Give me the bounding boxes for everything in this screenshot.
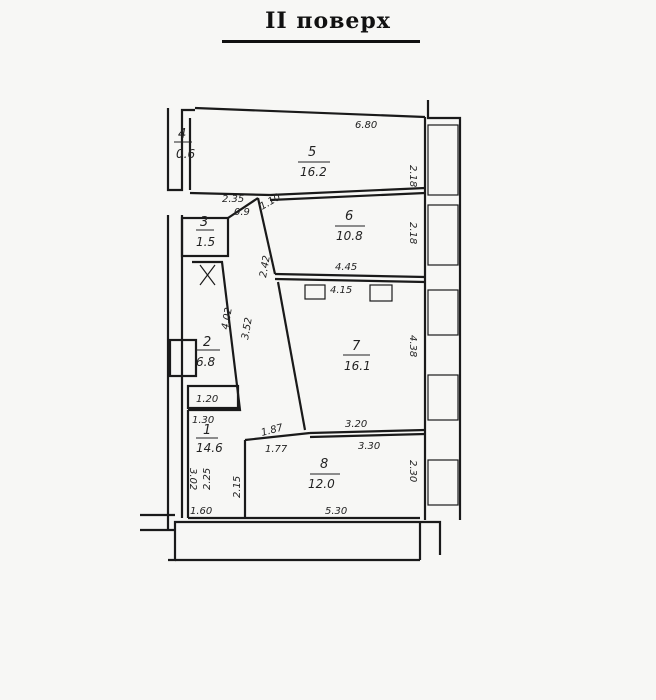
room-1-number: 1: [203, 423, 211, 438]
dim-corridor-side: 2.42: [258, 255, 273, 279]
room-2-area: 6.8: [196, 355, 215, 369]
dim-bath-width: 1.20: [196, 394, 218, 405]
wall-5-6-inner: [269, 191, 426, 202]
room-8-area: 12.0: [308, 477, 335, 491]
dim-corridor-bottom: 1.77: [265, 444, 288, 455]
wall-5-6: [269, 186, 426, 197]
room-5-area: 16.2: [300, 165, 327, 179]
wall-6-left: [256, 197, 277, 275]
room-5-number: 5: [308, 145, 316, 160]
room-3-box: [180, 216, 230, 258]
room-6-area: 10.8: [336, 229, 363, 243]
wall-7-left: [276, 281, 307, 431]
dim-room1-right: 2.25: [202, 468, 213, 490]
room-2-bath: [186, 384, 240, 410]
room-7-number: 7: [352, 339, 361, 354]
room-2-walls: [188, 260, 242, 412]
dim-room1-bottom: 1.60: [190, 506, 212, 517]
window-room8: [427, 459, 459, 506]
window-room5: [427, 124, 459, 196]
dim-room1-top: 1.30: [192, 415, 214, 426]
room-2-niche: [168, 338, 198, 378]
wall-6-7-inner: [274, 277, 426, 284]
dim-room6-depth: 2.18: [407, 222, 418, 244]
outer-wall-bottom: [168, 520, 442, 562]
room-8-number: 8: [320, 457, 328, 472]
room-6-number: 6: [345, 209, 353, 224]
wall-8-top-inner: [309, 432, 426, 439]
window-room6: [427, 204, 459, 266]
outer-wall-top-left: [166, 108, 195, 192]
dim-room3-small: 0.9: [234, 207, 250, 218]
room-4-area: 0.6: [176, 147, 195, 161]
room-1-area: 14.6: [196, 441, 223, 455]
room-7-area: 16.1: [344, 359, 371, 373]
dim-room8-depth: 2.30: [407, 460, 418, 482]
wall-8-top-left: [244, 431, 311, 442]
dim-room6-width: 4.45: [335, 262, 357, 273]
room-2-number: 2: [203, 335, 211, 350]
dim-room5-depth: 2.18: [407, 165, 418, 187]
stove-symbol: [304, 284, 326, 300]
dim-room8-width: 5.30: [325, 506, 347, 517]
room-3-number: 3: [200, 215, 208, 230]
floor-title: II поверх: [265, 8, 391, 34]
dim-room3-top: 2.35: [222, 194, 244, 205]
dim-room8-left: 2.15: [232, 476, 243, 498]
sink-symbol: [369, 284, 393, 302]
window-room7-b: [427, 374, 459, 421]
wall-8-top: [309, 428, 426, 435]
wall-6-7: [274, 272, 426, 279]
dim-room7-bottom: 3.20: [345, 419, 367, 430]
outer-wall-top: [194, 106, 426, 119]
room-3-area: 1.5: [196, 235, 215, 249]
window-room7-a: [427, 289, 459, 336]
outer-wall-right: [426, 100, 462, 520]
dim-room5-width: 6.80: [355, 120, 377, 131]
wall-3-corridor: [227, 197, 259, 219]
room-4-number: 4: [178, 127, 186, 142]
dim-room1-left: 3.02: [187, 468, 198, 490]
dim-room7-depth: 4.38: [407, 335, 418, 357]
dim-room2-diag: 4.02: [220, 307, 235, 331]
dim-room7-top: 4.15: [330, 285, 352, 296]
wall-5-3: [189, 191, 271, 197]
title-underline: [222, 40, 420, 43]
dim-room8-top: 3.30: [358, 441, 380, 452]
dim-room2-right: 3.52: [240, 317, 255, 341]
vent-mark-2: [199, 264, 216, 286]
